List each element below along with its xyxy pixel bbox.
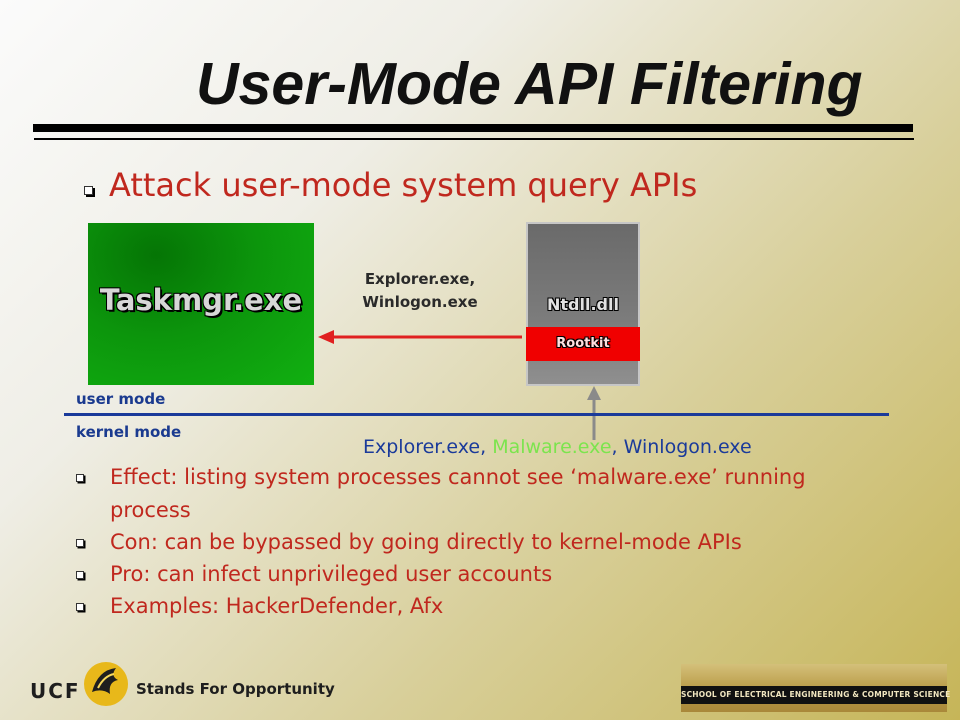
square-bullet-icon: [76, 571, 84, 579]
rootkit-label: Rootkit: [556, 336, 610, 351]
square-bullet-icon: [84, 186, 93, 195]
slide-title: User-Mode API Filtering: [196, 51, 863, 117]
left-arrow-icon: [318, 330, 522, 344]
taskmgr-box: [88, 223, 314, 385]
square-bullet-icon: [76, 474, 84, 482]
taskmgr-label: Taskmgr.exe: [99, 283, 303, 317]
ucf-wordmark: UCF: [30, 679, 81, 703]
sub-bullet-text: Pro: can infect unprivileged user accoun…: [110, 562, 553, 586]
up-arrow-icon: [587, 386, 601, 440]
process-list-line: Explorer.exe, Malware.exe, Winlogon.exe: [363, 436, 752, 458]
ntdll-label: Ntdll.dll: [547, 295, 619, 314]
mode-divider: [64, 413, 889, 416]
kernel-mode-label: kernel mode: [76, 423, 182, 441]
process-list-malware: Malware.exe: [492, 436, 612, 458]
department-name: SCHOOL OF ELECTRICAL ENGINEERING & COMPU…: [681, 686, 950, 704]
title-rule: [33, 124, 913, 132]
sub-bullet-text: Examples: HackerDefender, Afx: [110, 594, 444, 618]
square-bullet-icon: [76, 603, 84, 611]
user-mode-label: user mode: [76, 390, 166, 408]
filtered-line-1: Explorer.exe,: [364, 270, 476, 288]
square-bullet-icon: [76, 539, 84, 547]
heading-bullet-text: Attack user-mode system query APIs: [109, 166, 698, 204]
process-list-part3: , Winlogon.exe: [611, 436, 752, 458]
title-rule-thin: [34, 138, 914, 140]
filtered-line-2: Winlogon.exe: [362, 293, 478, 311]
sub-bullet-text: Effect: listing system processes cannot …: [110, 465, 806, 489]
footer-tagline: Stands For Opportunity: [136, 680, 335, 698]
pegasus-logo-icon: [84, 662, 128, 706]
filtered-process-list: Explorer.exe, Winlogon.exe: [330, 268, 510, 314]
process-list-part1: Explorer.exe,: [363, 436, 493, 458]
sub-bullet-continuation: process: [110, 498, 191, 522]
rootkit-box: [526, 327, 640, 361]
sub-bullet-text: Con: can be bypassed by going directly t…: [110, 530, 742, 554]
